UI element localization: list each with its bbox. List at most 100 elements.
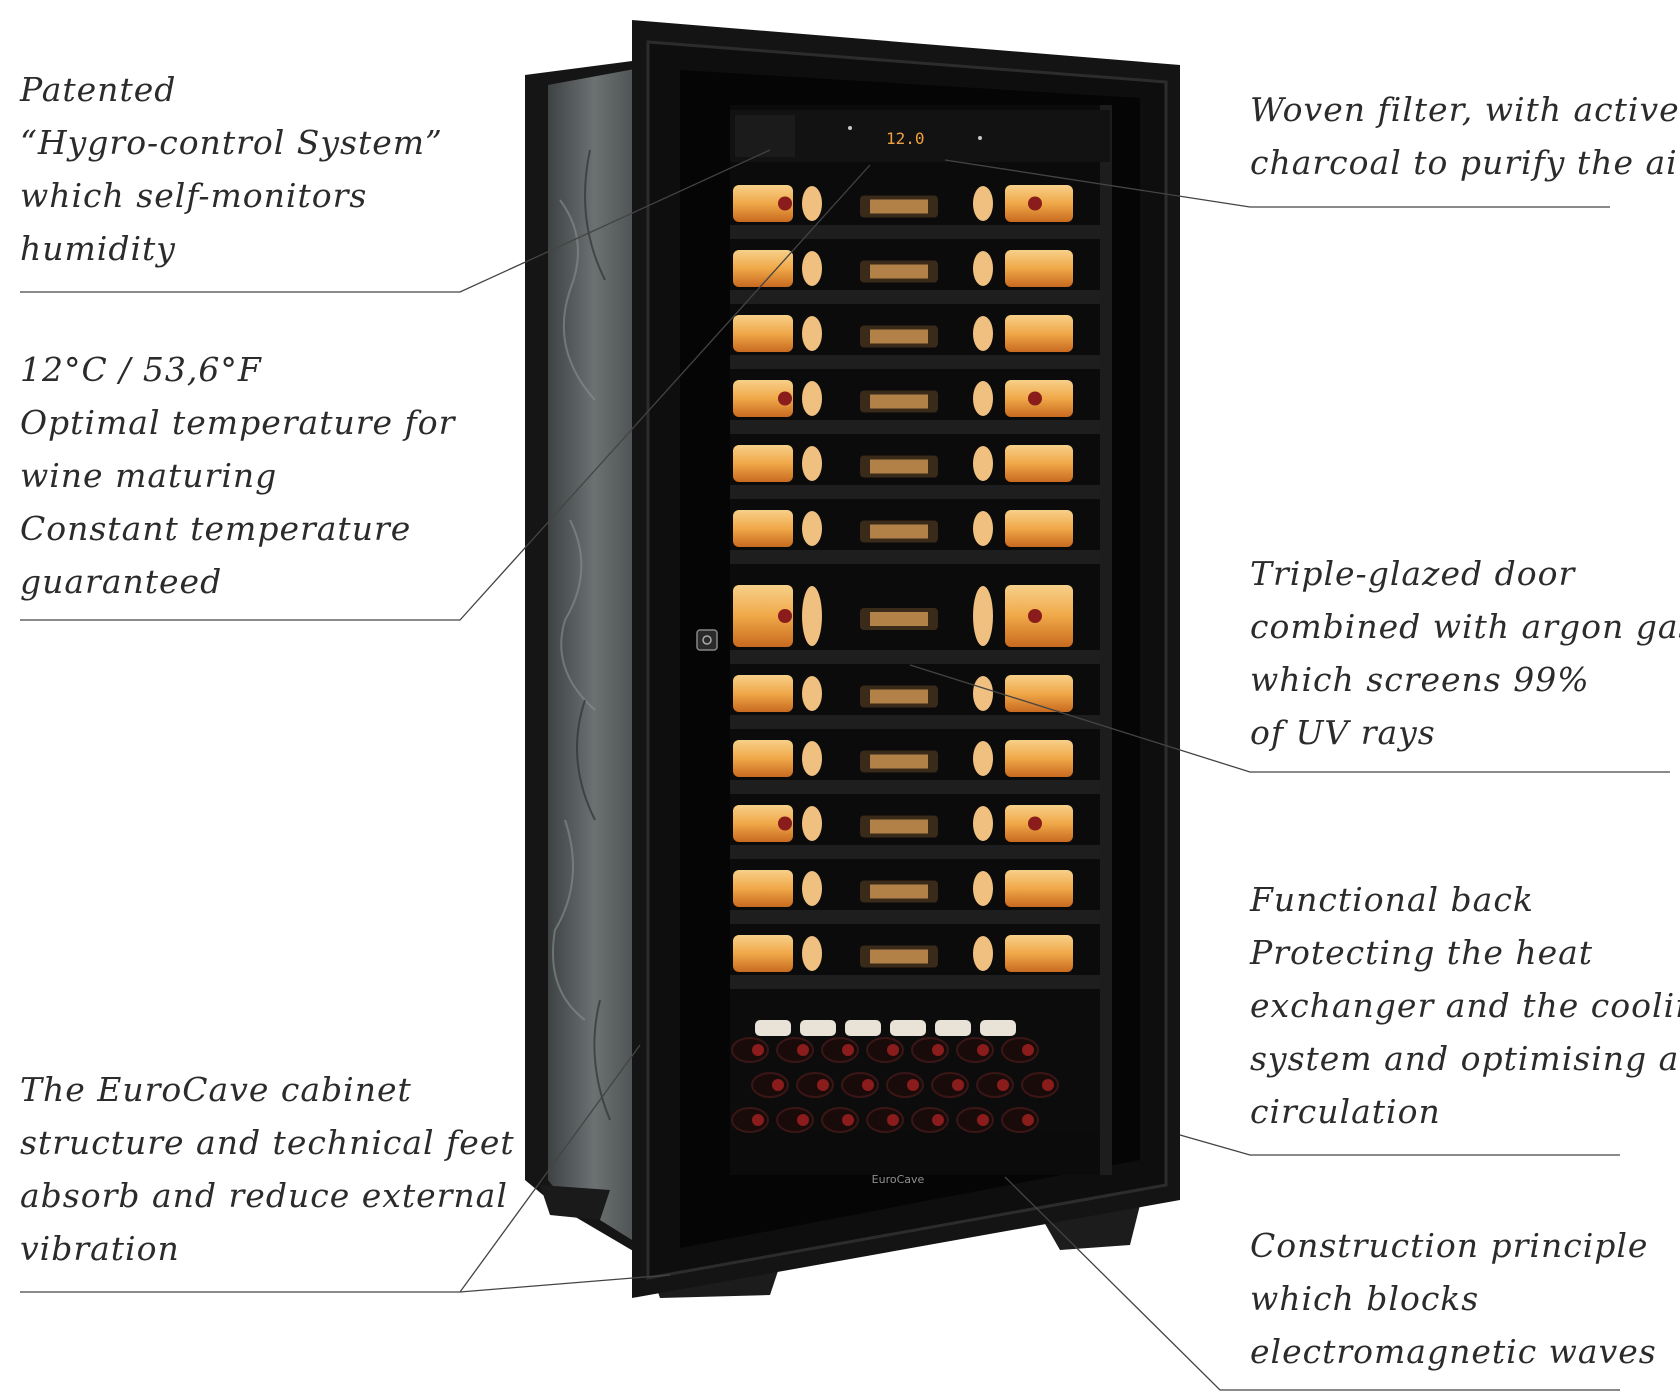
- bottle-neck: [973, 186, 993, 221]
- bulk-bottle-seal: [797, 1114, 809, 1126]
- annotation-line: Construction principle: [1250, 1226, 1649, 1265]
- bottle-neck: [802, 676, 822, 711]
- bottle-seal: [1028, 391, 1042, 406]
- shelf: [730, 675, 1100, 729]
- bulk-bottle-seal: [862, 1079, 874, 1091]
- bulk-bottle-seal: [1042, 1079, 1054, 1091]
- leader-line-structure-feet: [459, 1274, 671, 1293]
- bottle-middle-label: [870, 689, 928, 704]
- bottle-base: [1005, 510, 1073, 547]
- annotation-line: charcoal to purify the air: [1250, 143, 1680, 182]
- bottle-neck: [802, 936, 822, 971]
- stone-side-panel: [525, 60, 640, 1255]
- shelf: [730, 510, 1100, 564]
- bottle-neck: [802, 316, 822, 351]
- annotation-line: 12°C / 53,6°F: [20, 350, 262, 389]
- annotation-line: Functional back: [1250, 880, 1534, 919]
- shelf-plank: [730, 975, 1100, 989]
- annotation-line: of UV rays: [1250, 713, 1436, 752]
- bulk-bottle-seal: [977, 1114, 989, 1126]
- bottle-seal: [778, 391, 792, 406]
- wine-shelves: [730, 185, 1100, 989]
- bottle-neck: [802, 381, 822, 416]
- annotation-line: guaranteed: [20, 562, 223, 601]
- bottle-neck: [802, 806, 822, 841]
- bulk-bottle-label: [980, 1020, 1016, 1036]
- bottle-base: [1005, 935, 1073, 972]
- bulk-bottle: [1001, 1107, 1039, 1133]
- bottle-seal: [1028, 816, 1042, 831]
- bulk-bottle-seal: [772, 1079, 784, 1091]
- annotation-line: circulation: [1250, 1092, 1441, 1131]
- leader-line-door: [909, 664, 1670, 773]
- bulk-bottle: [731, 1107, 769, 1133]
- bottle-base: [1005, 675, 1073, 712]
- bottle-neck: [973, 446, 993, 481]
- bottle-neck: [973, 316, 993, 351]
- bottle-neck: [973, 806, 993, 841]
- bottle-neck: [973, 511, 993, 546]
- bulk-bottle-seal: [752, 1114, 764, 1126]
- annotation-cabinet-structure: The EuroCave cabinet structure and techn…: [20, 1063, 515, 1275]
- bulk-bottle-seal: [952, 1079, 964, 1091]
- annotation-functional-back: Functional back Protecting the heat exch…: [1250, 873, 1680, 1138]
- annotation-line: The EuroCave cabinet: [20, 1070, 412, 1109]
- bottle-base: [733, 805, 793, 842]
- shelf-plank: [730, 355, 1100, 369]
- shelf-plank: [730, 550, 1100, 564]
- bulk-bottle-seal: [797, 1044, 809, 1056]
- bottle-neck: [802, 871, 822, 906]
- shelf: [730, 185, 1100, 239]
- bulk-bottle: [821, 1037, 859, 1063]
- bottle-base: [1005, 445, 1073, 482]
- bulk-bottle-seal: [1022, 1044, 1034, 1056]
- shelf-plank: [730, 485, 1100, 499]
- bottle-neck: [802, 511, 822, 546]
- annotation-line: exchanger and the cooling: [1250, 986, 1680, 1025]
- bottle-base: [733, 740, 793, 777]
- bulk-bottle: [866, 1107, 904, 1133]
- bottle-middle-label: [870, 884, 928, 899]
- leader-line-filter: [944, 159, 1610, 208]
- shelf: [730, 585, 1100, 664]
- annotation-line: which blocks: [1250, 1279, 1480, 1318]
- bulk-bottle: [886, 1072, 924, 1098]
- bottle-neck: [973, 741, 993, 776]
- bottle-neck: [973, 381, 993, 416]
- annotation-line: Constant temperature: [20, 509, 412, 548]
- bulk-bottle: [956, 1107, 994, 1133]
- bulk-bottle-label: [845, 1020, 881, 1036]
- bulk-bottle-seal: [887, 1114, 899, 1126]
- shelf-plank: [730, 290, 1100, 304]
- bulk-bottle: [841, 1072, 879, 1098]
- bulk-bottle: [956, 1037, 994, 1063]
- bulk-bottle-label: [935, 1020, 971, 1036]
- bottle-base: [1005, 315, 1073, 352]
- annotation-line: which screens 99%: [1250, 660, 1590, 699]
- bottle-base: [1005, 250, 1073, 287]
- bottle-middle-label: [870, 612, 928, 626]
- bulk-bottle-seal: [932, 1044, 944, 1056]
- bulk-bottle: [751, 1072, 789, 1098]
- annotation-hygro-control: Patented “Hygro-control System” which se…: [20, 63, 443, 275]
- bottle-base: [733, 185, 793, 222]
- bulk-bottle: [976, 1072, 1014, 1098]
- bottle-seal: [1028, 609, 1042, 623]
- bottle-neck: [802, 446, 822, 481]
- bottle-middle-label: [870, 949, 928, 964]
- bulk-bottle-label: [890, 1020, 926, 1036]
- bottle-base: [733, 510, 793, 547]
- bulk-bottle-seal: [752, 1044, 764, 1056]
- bulk-bottle: [821, 1107, 859, 1133]
- annotation-construction-principle: Construction principle which blocks elec…: [1250, 1219, 1657, 1378]
- bottle-neck: [802, 186, 822, 221]
- leader-line-emw: [1004, 1176, 1620, 1391]
- bottle-base: [733, 445, 793, 482]
- shelf: [730, 315, 1100, 369]
- annotation-line: combined with argon gas: [1250, 607, 1680, 646]
- shelf: [730, 870, 1100, 924]
- bulk-bottle-seal: [842, 1044, 854, 1056]
- bulk-bottle: [866, 1037, 904, 1063]
- bulk-bottle: [776, 1037, 814, 1063]
